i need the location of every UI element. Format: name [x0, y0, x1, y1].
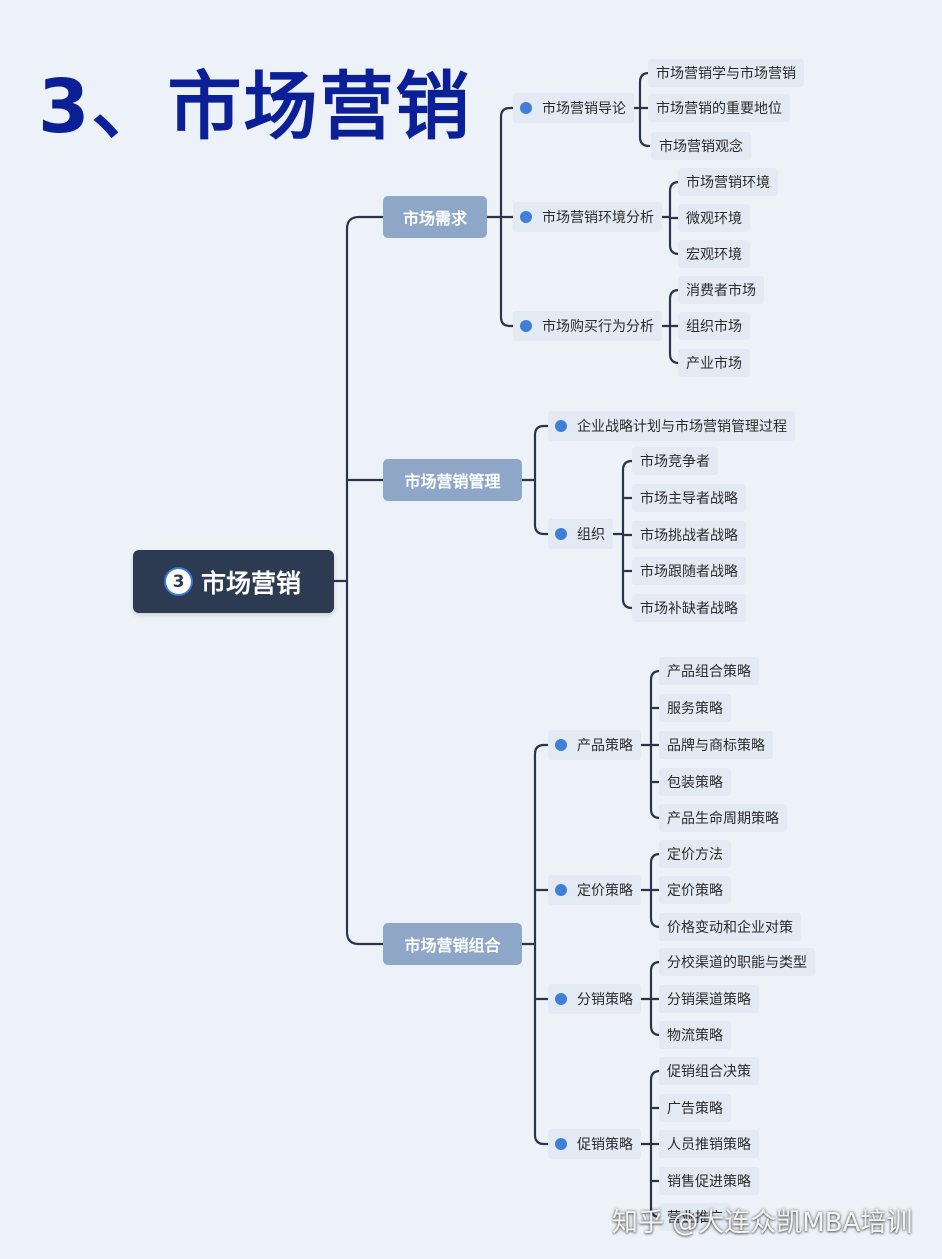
- subtopic-node[interactable]: 分销策略: [548, 984, 641, 1014]
- leaf-node[interactable]: 市场营销的重要地位: [648, 94, 790, 122]
- subtopic-label: 市场购买行为分析: [542, 319, 654, 335]
- subtopic-node[interactable]: 产品策略: [548, 730, 641, 760]
- leaf-node[interactable]: 产品组合策略: [659, 657, 759, 685]
- bullet-dot-icon: [555, 420, 567, 432]
- leaf-node[interactable]: 市场营销观念: [651, 132, 751, 160]
- subtopic-label: 市场营销导论: [542, 101, 626, 117]
- subtopic-label: 企业战略计划与市场营销管理过程: [577, 419, 787, 435]
- bullet-dot-icon: [555, 528, 567, 540]
- bullet-dot-icon: [555, 993, 567, 1005]
- leaf-node[interactable]: 市场补缺者战略: [632, 594, 746, 622]
- connector-line: [638, 1069, 662, 1219]
- leaf-node[interactable]: 宏观环境: [678, 240, 750, 268]
- leaf-node[interactable]: 广告策略: [659, 1094, 731, 1122]
- bullet-dot-icon: [555, 1138, 567, 1150]
- subtopic-node[interactable]: 企业战略计划与市场营销管理过程: [548, 411, 795, 441]
- subtopic-node[interactable]: 市场营销环境分析: [513, 202, 662, 232]
- leaf-node[interactable]: 营业推广: [659, 1203, 731, 1231]
- subtopic-node[interactable]: 市场营销导论: [513, 93, 634, 123]
- subtopic-label: 促销策略: [577, 1137, 633, 1153]
- branch-node-label: 市场需求: [402, 209, 467, 228]
- branch-node-label: 市场营销管理: [404, 472, 501, 491]
- leaf-node[interactable]: 市场主导者战略: [632, 484, 746, 512]
- leaf-node[interactable]: 人员推销策略: [659, 1130, 759, 1158]
- leaf-node[interactable]: 服务策略: [659, 694, 731, 722]
- subtopic-node[interactable]: 组织: [548, 519, 613, 549]
- leaf-node[interactable]: 组织市场: [678, 312, 750, 340]
- leaf-node[interactable]: 价格变动和企业对策: [659, 913, 801, 941]
- leaf-node[interactable]: 产业市场: [678, 349, 750, 377]
- leaf-node[interactable]: 物流策略: [659, 1021, 731, 1049]
- subtopic-label: 组织: [577, 527, 605, 543]
- subtopic-node[interactable]: 定价策略: [548, 875, 641, 905]
- root-node[interactable]: 3 市场营销: [133, 550, 334, 613]
- connector-line: [609, 459, 634, 610]
- leaf-node[interactable]: 分校渠道的职能与类型: [659, 948, 815, 976]
- subtopic-node[interactable]: 市场购买行为分析: [513, 311, 662, 341]
- leaf-node[interactable]: 定价策略: [659, 876, 731, 904]
- leaf-node[interactable]: 分销渠道策略: [659, 985, 759, 1013]
- branch-node[interactable]: 市场需求: [383, 196, 487, 238]
- leaf-node[interactable]: 促销组合决策: [659, 1057, 759, 1085]
- bullet-dot-icon: [520, 102, 532, 114]
- connector-line: [520, 743, 550, 1146]
- leaf-node[interactable]: 品牌与商标策略: [659, 731, 773, 759]
- subtopic-label: 分销策略: [577, 992, 633, 1008]
- bullet-dot-icon: [520, 211, 532, 223]
- connector-line: [332, 215, 385, 946]
- connector-line: [638, 669, 662, 820]
- subtopic-label: 定价策略: [577, 883, 633, 899]
- subtopic-label: 市场营销环境分析: [542, 210, 654, 226]
- leaf-node[interactable]: 市场挑战者战略: [632, 521, 746, 549]
- watermark: 知乎 @大连众凯MBA培训: [612, 1208, 913, 1238]
- connector-line: [485, 106, 515, 328]
- bullet-dot-icon: [555, 739, 567, 751]
- leaf-node[interactable]: 市场营销环境: [678, 168, 778, 196]
- branch-node-label: 市场营销组合: [404, 936, 501, 955]
- connector-line: [520, 424, 550, 536]
- subtopic-label: 产品策略: [577, 738, 633, 754]
- bullet-dot-icon: [555, 884, 567, 896]
- leaf-node[interactable]: 产品生命周期策略: [659, 804, 787, 832]
- branch-node[interactable]: 市场营销组合: [383, 923, 522, 965]
- leaf-node[interactable]: 销售促进策略: [659, 1167, 759, 1195]
- subtopic-node[interactable]: 促销策略: [548, 1129, 641, 1159]
- leaf-node[interactable]: 市场营销学与市场营销: [648, 59, 804, 87]
- branch-node[interactable]: 市场营销管理: [383, 459, 522, 501]
- root-node-label: 市场营销: [200, 568, 301, 598]
- leaf-node[interactable]: 包装策略: [659, 768, 731, 796]
- bullet-dot-icon: [520, 320, 532, 332]
- leaf-node[interactable]: 定价方法: [659, 840, 731, 868]
- leaf-node[interactable]: 消费者市场: [678, 276, 764, 304]
- leaf-node[interactable]: 微观环境: [678, 204, 750, 232]
- number-badge-icon: 3: [165, 569, 191, 594]
- leaf-node[interactable]: 市场跟随者战略: [632, 557, 746, 585]
- page-title: 3、市场营销: [38, 64, 472, 150]
- leaf-node[interactable]: 市场竞争者: [632, 447, 718, 475]
- connector-line: [638, 960, 662, 1037]
- connector-line: [638, 852, 662, 929]
